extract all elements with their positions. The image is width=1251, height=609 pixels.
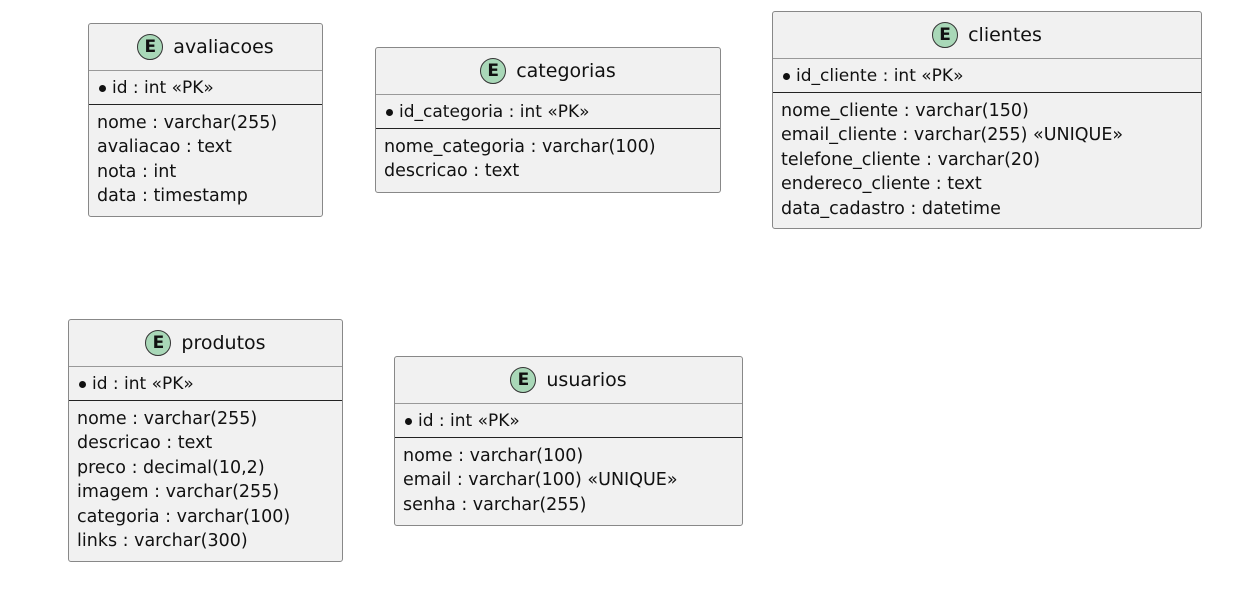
entity-header: E usuarios [395, 357, 742, 404]
attribute: nome_categoria : varchar(100) [384, 137, 656, 157]
attribute-list: nome : varchar(255) avaliacao : text not… [89, 105, 322, 214]
primary-key-row: id : int «PK» [89, 71, 322, 105]
attribute-list: nome : varchar(100) email : varchar(100)… [395, 438, 742, 522]
primary-key-label: id : int «PK» [112, 77, 214, 98]
bullet-icon [405, 418, 412, 425]
attribute: categoria : varchar(100) [77, 506, 291, 527]
attribute: senha : varchar(255) [403, 494, 587, 515]
attribute: email_cliente : varchar(255) «UNIQUE» [781, 125, 1124, 146]
entity-badge-icon: E [510, 367, 537, 393]
primary-key-row: id : int «PK» [69, 367, 342, 401]
primary-key-label: id : int «PK» [92, 373, 194, 394]
attribute: nome : varchar(100) [403, 446, 584, 466]
bullet-icon [79, 381, 86, 388]
attribute: telefone_cliente : varchar(20) [781, 149, 1041, 170]
entity-badge-icon: E [145, 330, 172, 356]
primary-key-label: id : int «PK» [418, 410, 520, 431]
entity-title: clientes [968, 24, 1042, 46]
entity-badge-icon: E [932, 22, 959, 48]
entity-usuarios: E usuarios id : int «PK» nome : varchar(… [394, 356, 743, 526]
entity-header: E clientes [773, 12, 1201, 59]
entity-title: avaliacoes [173, 36, 274, 58]
attribute: endereco_cliente : text [781, 174, 982, 195]
attribute-list: nome : varchar(255) descricao : text pre… [69, 401, 342, 558]
entity-avaliacoes: E avaliacoes id : int «PK» nome : varcha… [88, 23, 323, 217]
attribute: nota : int [97, 161, 177, 182]
attribute: avaliacao : text [97, 137, 232, 158]
attribute: data_cadastro : datetime [781, 198, 1001, 219]
attribute: descricao : text [77, 433, 213, 454]
entity-badge-icon: E [137, 34, 164, 60]
bullet-icon [386, 109, 393, 116]
entity-clientes: E clientes id_cliente : int «PK» nome_cl… [772, 11, 1202, 229]
attribute: nome : varchar(255) [97, 113, 278, 133]
attribute: descricao : text [384, 161, 520, 182]
entity-categorias: E categorias id_categoria : int «PK» nom… [375, 47, 721, 193]
attribute-list: nome_categoria : varchar(100) descricao … [376, 129, 720, 189]
entity-header: E categorias [376, 48, 720, 95]
bullet-icon [99, 85, 106, 92]
attribute: preco : decimal(10,2) [77, 457, 265, 478]
attribute: links : varchar(300) [77, 531, 248, 552]
entity-produtos: E produtos id : int «PK» nome : varchar(… [68, 319, 343, 562]
entity-header: E avaliacoes [89, 24, 322, 71]
attribute: nome_cliente : varchar(150) [781, 101, 1029, 121]
attribute: imagem : varchar(255) [77, 482, 280, 503]
entity-header: E produtos [69, 320, 342, 367]
entity-title: usuarios [546, 369, 627, 391]
attribute: nome : varchar(255) [77, 409, 258, 429]
entity-title: categorias [516, 60, 616, 82]
attribute-list: nome_cliente : varchar(150) email_client… [773, 93, 1201, 226]
attribute: email : varchar(100) «UNIQUE» [403, 470, 678, 491]
entity-title: produtos [181, 332, 266, 354]
attribute: data : timestamp [97, 186, 248, 207]
primary-key-label: id_cliente : int «PK» [796, 65, 964, 86]
primary-key-row: id_cliente : int «PK» [773, 59, 1201, 93]
primary-key-row: id_categoria : int «PK» [376, 95, 720, 129]
entity-badge-icon: E [480, 58, 507, 84]
bullet-icon [783, 73, 790, 80]
primary-key-label: id_categoria : int «PK» [399, 101, 590, 122]
primary-key-row: id : int «PK» [395, 404, 742, 438]
